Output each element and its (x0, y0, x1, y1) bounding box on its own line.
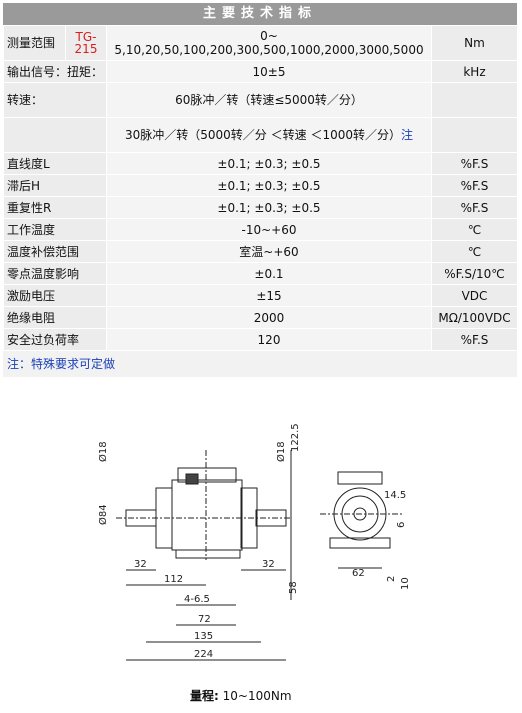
model-label: TG-215 (65, 25, 107, 61)
row-label: 温度补偿范围 (3, 240, 107, 263)
table-row: 激励电压 ±15 VDC (3, 284, 518, 307)
dim-label: Ø18 (97, 441, 109, 462)
dim-label: 62 (352, 568, 365, 579)
row-value: -10~+60 (106, 218, 432, 241)
row-unit: Nm (431, 25, 518, 61)
range-value: 10~100Nm (222, 689, 292, 703)
row-unit (431, 117, 518, 153)
base-plate (175, 549, 241, 559)
dim-label: 14.5 (384, 490, 406, 501)
dim-label: 72 (198, 614, 211, 625)
dim-label: 2 (386, 576, 397, 582)
row-unit: %F.S (431, 196, 518, 219)
row-unit: ℃ (431, 240, 518, 263)
dim-label: 10 (400, 577, 411, 590)
row-label: 滞后H (3, 174, 107, 197)
table-row: 工作温度 -10~+60 ℃ (3, 218, 518, 241)
connector-plug (185, 473, 199, 485)
table-row: 零点温度影响 ±0.1 %F.S/10℃ (3, 262, 518, 285)
row-value-text: 30脉冲／转（5000转／分 ＜转速 ＜1000转／分） (125, 128, 401, 142)
row-label (3, 117, 107, 153)
spec-table-section: 主要技术指标 测量范围 TG-215 0~ 5,10,20,50,100,200… (3, 3, 518, 377)
table-row: 测量范围 TG-215 0~ 5,10,20,50,100,200,300,50… (3, 25, 518, 61)
row-value: ±0.1; ±0.3; ±0.5 (106, 174, 432, 197)
row-value: ±0.1 (106, 262, 432, 285)
row-label: 直线度L (3, 152, 107, 175)
dim-label: 135 (194, 631, 213, 642)
row-label: 激励电压 (3, 284, 107, 307)
row-value: ±15 (106, 284, 432, 307)
spec-table: 测量范围 TG-215 0~ 5,10,20,50,100,200,300,50… (3, 25, 518, 351)
table-row: 滞后H ±0.1; ±0.3; ±0.5 %F.S (3, 174, 518, 197)
dim-label: Ø18 (275, 441, 287, 462)
table-row: 安全过负荷率 120 %F.S (3, 328, 518, 351)
row-label: 重复性R (3, 196, 107, 219)
row-unit: %F.S (431, 328, 518, 351)
range-caption: 量程: 10~100Nm (190, 687, 292, 704)
row-value: 60脉冲／转（转速≤5000转／分） (106, 82, 432, 118)
range-label: 量程: (190, 689, 219, 703)
dim-label: Ø84 (97, 504, 109, 525)
note-link[interactable]: 注 (400, 128, 413, 142)
row-value: 室温~+60 (106, 240, 432, 263)
row-unit: %F.S (431, 152, 518, 175)
dim-label: 112 (164, 574, 183, 585)
row-unit: %F.S (431, 174, 518, 197)
table-row: 30脉冲／转（5000转／分 ＜转速 ＜1000转／分）注 (3, 117, 518, 153)
table-row: 绝缘电阻 2000 MΩ/100VDC (3, 306, 518, 329)
row-label: 测量范围 (3, 25, 66, 61)
dim-label: 58 (288, 581, 299, 594)
table-row: 温度补偿范围 室温~+60 ℃ (3, 240, 518, 263)
footnote: 注：特殊要求可定做 (3, 351, 517, 377)
table-row: 输出信号：扭矩： 10±5 kHz (3, 60, 518, 83)
row-label: 工作温度 (3, 218, 107, 241)
row-value: 10±5 (106, 60, 432, 83)
dim-label: 6 (396, 522, 407, 528)
connector-housing (177, 467, 237, 483)
row-unit: %F.S/10℃ (431, 262, 518, 285)
dim-label: 32 (134, 559, 147, 570)
row-label: 安全过负荷率 (3, 328, 107, 351)
row-label: 输出信号：扭矩： (3, 60, 107, 83)
row-value: 30脉冲／转（5000转／分 ＜转速 ＜1000转／分）注 (106, 117, 432, 153)
side-connector (337, 471, 383, 485)
row-value: ±0.1; ±0.3; ±0.5 (106, 152, 432, 175)
table-title: 主要技术指标 (3, 3, 517, 25)
row-unit: VDC (431, 284, 518, 307)
dimension-drawing: Ø18 Ø84 Ø18 122.5 14.5 6 10 2 62 32 112 … (97, 423, 411, 661)
row-unit: ℃ (431, 218, 518, 241)
table-row: 重复性R ±0.1; ±0.3; ±0.5 %F.S (3, 196, 518, 219)
side-base (329, 537, 391, 549)
row-label: 零点温度影响 (3, 262, 107, 285)
row-label: 转速： (3, 82, 107, 118)
row-unit: kHz (431, 60, 518, 83)
row-value: 120 (106, 328, 432, 351)
table-row: 直线度L ±0.1; ±0.3; ±0.5 %F.S (3, 152, 518, 175)
dim-label: 4-6.5 (184, 594, 210, 605)
row-value: ±0.1; ±0.3; ±0.5 (106, 196, 432, 219)
dim-label: 32 (262, 559, 275, 570)
sensor-body (171, 479, 243, 551)
row-value: 2000 (106, 306, 432, 329)
row-unit: MΩ/100VDC (431, 306, 518, 329)
dim-label: 122.5 (290, 423, 301, 452)
row-label: 绝缘电阻 (3, 306, 107, 329)
row-value: 0~ 5,10,20,50,100,200,300,500,1000,2000,… (106, 25, 432, 61)
dim-label: 224 (194, 649, 213, 660)
row-unit (431, 82, 518, 118)
table-row: 转速： 60脉冲／转（转速≤5000转／分） (3, 82, 518, 118)
